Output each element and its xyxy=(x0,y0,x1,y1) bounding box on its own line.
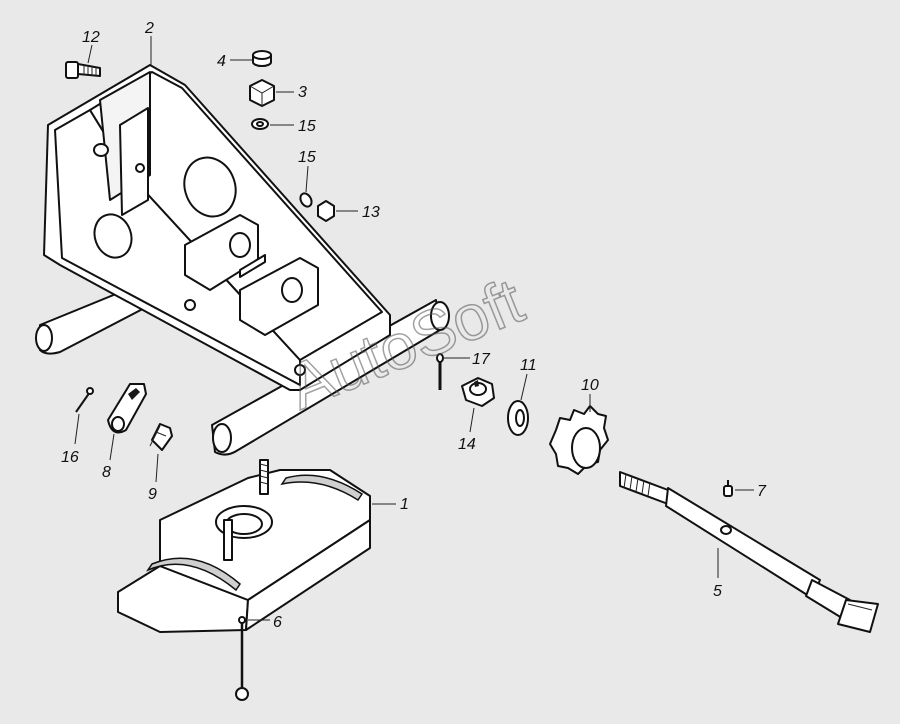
leader-9 xyxy=(155,453,159,483)
leader-12 xyxy=(87,44,93,64)
callout-10: 10 xyxy=(581,377,599,394)
part-16-cotter xyxy=(75,387,94,413)
callout-15-mid: 15 xyxy=(298,149,316,166)
leader-15-mid xyxy=(305,165,309,193)
part-3-nut xyxy=(249,79,275,107)
callout-12: 12 xyxy=(82,29,100,46)
part-10-gear xyxy=(549,405,609,475)
callout-5: 5 xyxy=(713,583,722,600)
callout-7: 7 xyxy=(757,483,767,500)
leader-11 xyxy=(520,373,528,401)
part-1-saddle xyxy=(117,459,371,633)
callout-4: 4 xyxy=(217,53,226,70)
part-12-bolt xyxy=(65,61,101,79)
callout-13: 13 xyxy=(362,204,380,221)
callout-17: 17 xyxy=(472,351,491,368)
callout-2: 2 xyxy=(144,20,154,37)
part-5-shaft xyxy=(619,471,879,633)
leader-16 xyxy=(74,413,80,445)
part-6-ball-pin xyxy=(235,616,249,701)
part-15-washer-top xyxy=(251,118,269,130)
callout-16: 16 xyxy=(61,449,79,466)
part-4-cap xyxy=(252,50,272,67)
callout-9: 9 xyxy=(148,486,157,503)
callout-8: 8 xyxy=(102,464,111,481)
part-17-split-pin xyxy=(436,353,444,390)
part-8-lever xyxy=(107,383,147,434)
leader-14 xyxy=(469,407,475,433)
callout-15-top: 15 xyxy=(298,118,316,135)
callout-14: 14 xyxy=(458,436,476,453)
part-7-pin xyxy=(723,480,733,497)
part-9-clip xyxy=(149,423,173,451)
part-2-bracket xyxy=(35,64,450,456)
part-13-nut xyxy=(317,200,335,222)
part-14-castle-nut xyxy=(461,377,495,407)
callout-1: 1 xyxy=(400,496,409,513)
leader-8 xyxy=(109,433,115,461)
callout-11: 11 xyxy=(520,357,537,374)
part-11-washer xyxy=(507,400,529,436)
callout-3: 3 xyxy=(298,84,307,101)
callout-6: 6 xyxy=(273,614,282,631)
part-15-washer-mid xyxy=(299,192,313,208)
